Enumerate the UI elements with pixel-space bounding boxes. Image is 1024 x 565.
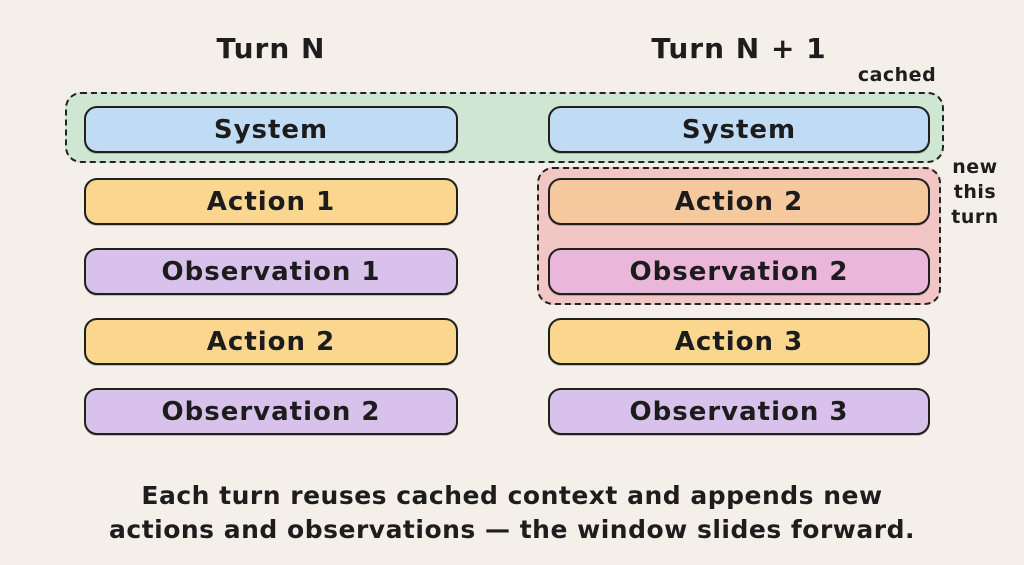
- cached-label: cached: [857, 64, 937, 86]
- caption-line-2: actions and observations — the window sl…: [109, 515, 915, 544]
- box-turn-n1-observation-3: Observation 3: [548, 388, 930, 435]
- caption-line-1: Each turn reuses cached context and appe…: [141, 481, 883, 510]
- box-turn-n1-action-2: Action 2: [548, 178, 930, 225]
- caption: Each turn reuses cached context and appe…: [0, 479, 1024, 547]
- column-title-turn-n-plus-1: Turn N + 1: [651, 32, 827, 65]
- box-turn-n-observation-2: Observation 2: [84, 388, 458, 435]
- new-this-turn-label-line2: turn: [951, 206, 999, 228]
- box-turn-n-observation-1: Observation 1: [84, 248, 458, 295]
- box-turn-n1-observation-2: Observation 2: [548, 248, 930, 295]
- box-turn-n-action-2: Action 2: [84, 318, 458, 365]
- box-turn-n-action-1: Action 1: [84, 178, 458, 225]
- box-turn-n-system: System: [84, 106, 458, 153]
- column-title-turn-n: Turn N: [216, 32, 326, 65]
- box-turn-n1-action-3: Action 3: [548, 318, 930, 365]
- new-this-turn-label: new this turn: [928, 155, 1022, 230]
- box-turn-n1-system: System: [548, 106, 930, 153]
- new-this-turn-label-line1: new this: [952, 156, 998, 203]
